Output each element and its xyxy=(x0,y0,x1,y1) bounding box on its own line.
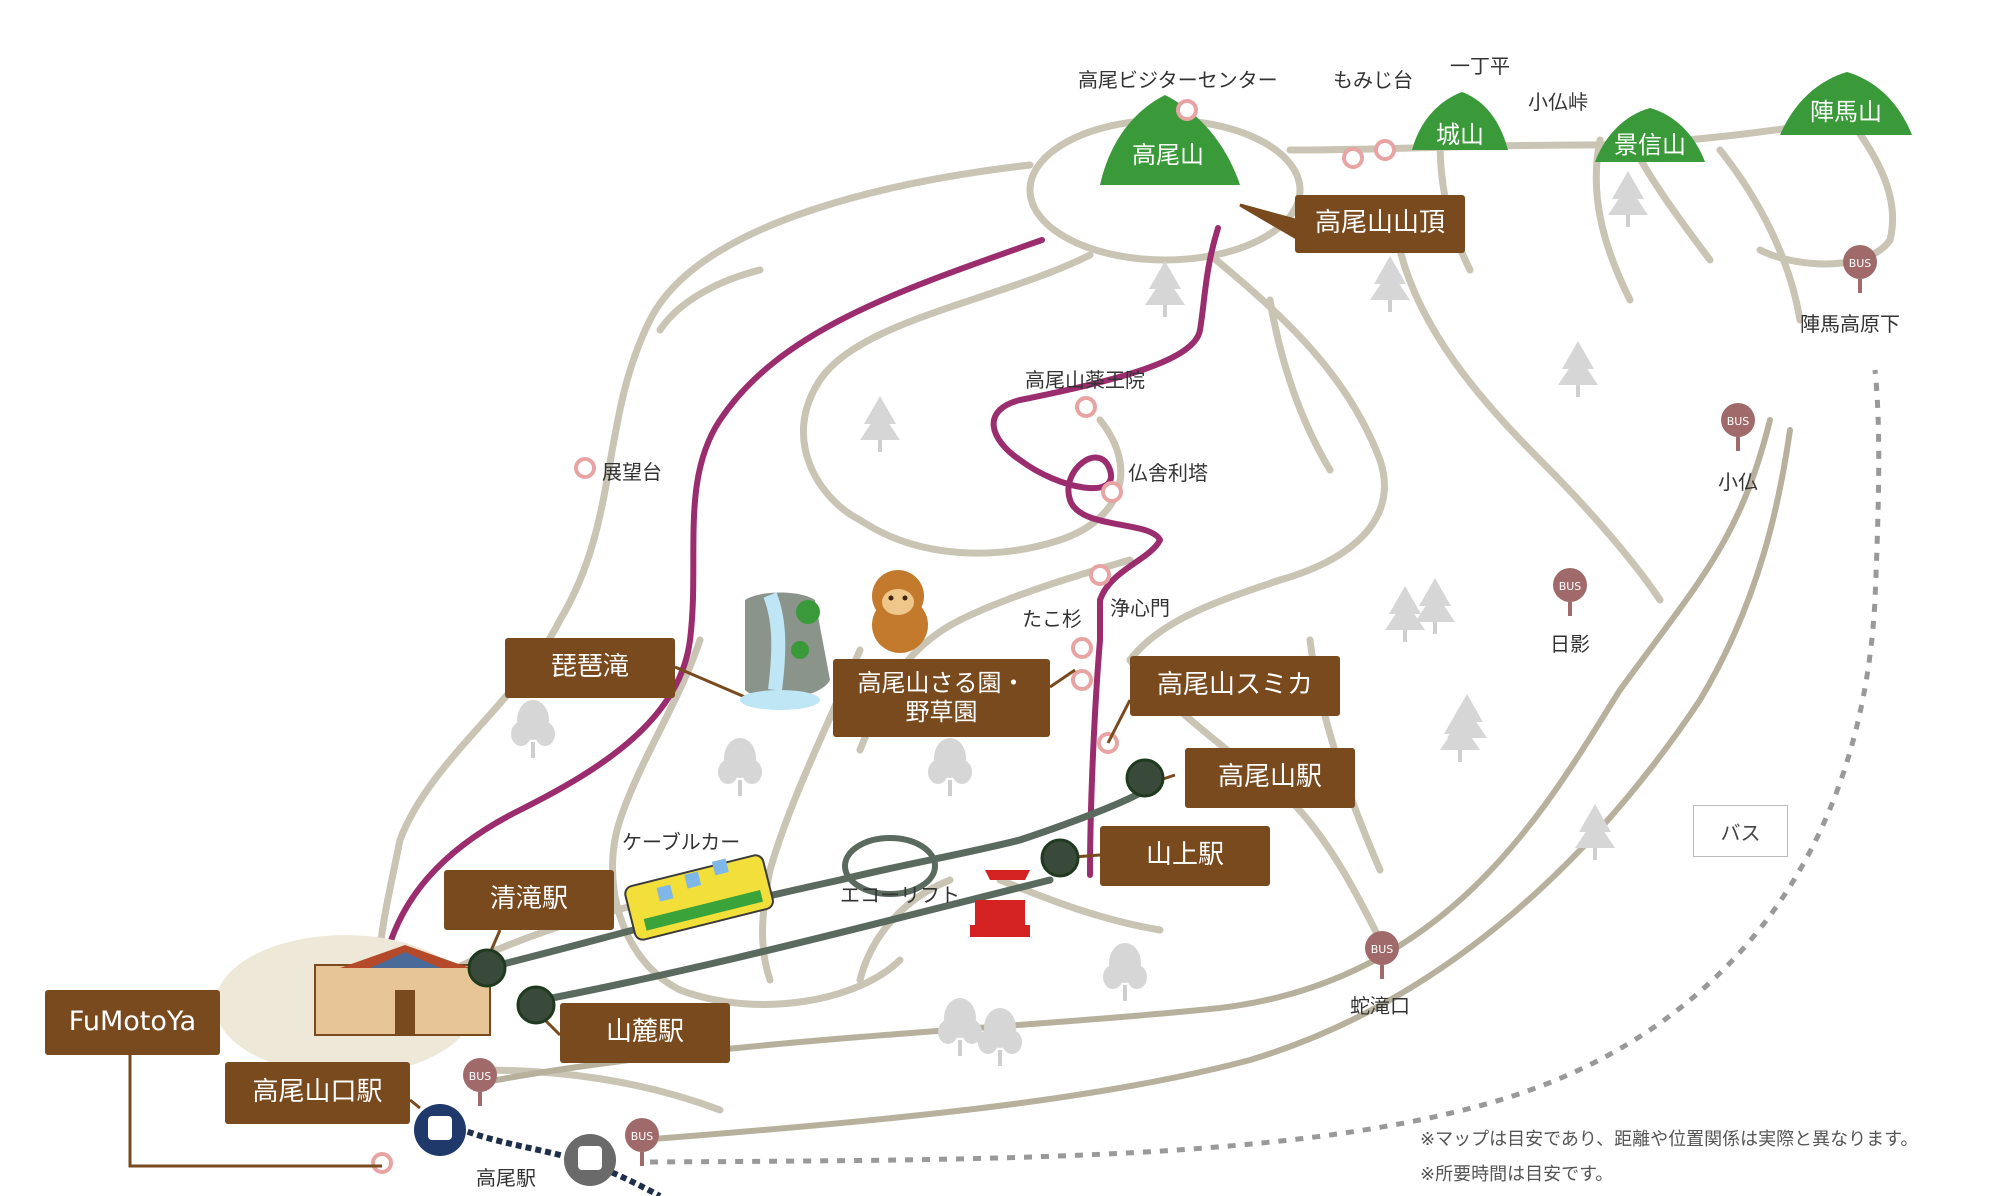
pink-ring-icon[interactable] xyxy=(371,1152,393,1174)
takaosan-station-node[interactable] xyxy=(1125,758,1165,798)
station-building-icon xyxy=(215,935,491,1075)
tree-icon xyxy=(1103,943,1147,1001)
callout-sumika[interactable]: 高尾山スミカ xyxy=(1130,656,1340,716)
pink-ring-icon[interactable] xyxy=(1101,481,1123,503)
bus-badge: BUS xyxy=(1849,257,1872,270)
callout-summit[interactable]: 高尾山山頂 xyxy=(1295,195,1465,253)
bus-badge: BUS xyxy=(1559,580,1582,593)
mountain-label: 城山 xyxy=(1436,121,1484,149)
cable-stations xyxy=(467,758,1165,1025)
tree-icon xyxy=(718,738,762,796)
tree-icon xyxy=(1608,171,1648,227)
label-tako-sugi: たこ杉 xyxy=(1022,607,1082,631)
label-tenbodai: 展望台 xyxy=(602,460,662,484)
bus-stop-sign-icon[interactable]: BUS xyxy=(1365,931,1399,979)
mountain-label: 景信山 xyxy=(1614,131,1686,159)
eco-lift-icon xyxy=(970,870,1030,937)
tree-icon xyxy=(1145,261,1185,317)
label-cable-car: ケーブルカー xyxy=(622,830,741,854)
cable-car-icon xyxy=(624,854,774,941)
callout-sanjo-station[interactable]: 山上駅 xyxy=(1100,826,1270,886)
tree-icon xyxy=(978,1008,1022,1066)
label-takao-station: 高尾駅 xyxy=(476,1166,536,1190)
kiyotaki-station-node[interactable] xyxy=(467,948,507,988)
pink-ring-icon[interactable] xyxy=(1342,147,1364,169)
bus-badge: BUS xyxy=(469,1070,492,1083)
pink-ring-icon[interactable] xyxy=(1075,396,1097,418)
tree-icon xyxy=(511,700,555,758)
main-trail xyxy=(382,225,1221,963)
train-station-takao[interactable] xyxy=(564,1134,616,1186)
label-jinba-kogen-shita: 陣馬高原下 xyxy=(1800,312,1900,336)
callout-sanroku-station[interactable]: 山麓駅 xyxy=(560,1003,730,1063)
bus-stop-sign-icon[interactable]: BUS xyxy=(1843,245,1877,293)
callout-biwa-falls[interactable]: 琵琶滝 xyxy=(505,638,675,698)
note-line-1: ※マップは目安であり、距離や位置関係は実際と異なります。 xyxy=(1420,1129,1919,1150)
tree-icon xyxy=(928,738,972,796)
bus-route-label: バス xyxy=(1693,805,1788,857)
label-hikage: 日影 xyxy=(1550,632,1590,656)
mountain-shiro[interactable]: 城山 xyxy=(1412,92,1508,150)
tree-icon xyxy=(1558,341,1598,397)
bus-badge: BUS xyxy=(1727,415,1750,428)
mountain-jinba[interactable]: 陣馬山 xyxy=(1780,72,1912,135)
bus-route-dashed xyxy=(649,369,1882,1165)
pink-ring-icon[interactable] xyxy=(1176,99,1198,121)
label-yakuoin: 高尾山薬王院 xyxy=(1025,368,1145,392)
mountain-label: 高尾山 xyxy=(1132,141,1204,169)
pink-ring-icon[interactable] xyxy=(1374,139,1396,161)
train-icon xyxy=(428,1116,452,1140)
tree-icon xyxy=(1385,586,1425,642)
train-icon xyxy=(578,1146,602,1170)
note-line-2: ※所要時間は目安です。 xyxy=(1420,1164,1614,1185)
bus-stop-sign-icon[interactable]: BUS xyxy=(463,1058,497,1106)
callout-monkey-park[interactable]: 高尾山さる園・ 野草園 xyxy=(833,659,1050,737)
label-jataguchi: 蛇滝口 xyxy=(1350,994,1410,1018)
bus-badge: BUS xyxy=(1371,943,1394,956)
bus-stop-sign-icon[interactable]: BUS xyxy=(625,1118,659,1166)
callout-fumotoya[interactable]: FuMotoYa xyxy=(45,990,220,1055)
tree-icon xyxy=(860,396,900,452)
label-kobotoke: 小仏 xyxy=(1718,470,1758,494)
mountain-takao[interactable]: 高尾山 xyxy=(1100,95,1240,185)
tree-icon xyxy=(938,998,982,1056)
label-eco-lift: エコーリフト xyxy=(840,883,960,907)
railway xyxy=(438,1117,662,1196)
bus-badge: BUS xyxy=(631,1130,654,1143)
monkey-icon xyxy=(872,570,928,653)
pink-ring-icon[interactable] xyxy=(1089,564,1111,586)
callout-kiyotaki-station[interactable]: 清滝駅 xyxy=(444,870,614,930)
train-station-takaosanguchi[interactable] xyxy=(414,1104,466,1156)
label-busharito: 仏舎利塔 xyxy=(1128,461,1208,485)
waterfall-icon xyxy=(740,592,830,710)
pink-ring-icon[interactable] xyxy=(574,457,596,479)
sanroku-station-node[interactable] xyxy=(516,985,556,1025)
pink-ring-icon[interactable] xyxy=(1071,669,1093,691)
label-joshinmon: 浄心門 xyxy=(1110,596,1170,620)
bus-stop-sign-icon[interactable]: BUS xyxy=(1721,403,1755,451)
bus-stops: BUS BUS BUS BUS BUS BUS xyxy=(463,245,1877,1166)
label-kobotoke-pass: 小仏峠 xyxy=(1528,90,1588,114)
mountain-label: 陣馬山 xyxy=(1810,98,1882,126)
label-momijidai: もみじ台 xyxy=(1333,68,1413,92)
mountain-kagenobu[interactable]: 景信山 xyxy=(1595,108,1705,162)
sanjo-station-node[interactable] xyxy=(1040,838,1080,878)
label-itchodaira: 一丁平 xyxy=(1450,54,1510,78)
cable-car-line xyxy=(483,786,1149,1007)
poi-markers xyxy=(371,99,1396,1174)
callout-takaosanguchi-station[interactable]: 高尾山口駅 xyxy=(225,1062,410,1124)
bus-stop-sign-icon[interactable]: BUS xyxy=(1553,568,1587,616)
label-visitor-center: 高尾ビジターセンター xyxy=(1078,68,1278,92)
pink-ring-icon[interactable] xyxy=(1071,637,1093,659)
callout-takaosan-station[interactable]: 高尾山駅 xyxy=(1185,748,1355,808)
